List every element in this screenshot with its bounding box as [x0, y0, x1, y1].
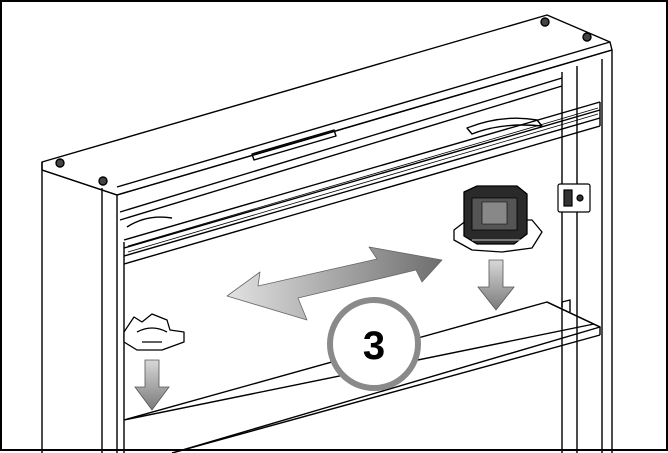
screw-hole	[55, 158, 65, 168]
step-badge: 3	[327, 297, 421, 391]
double-arrow-slide	[226, 246, 443, 321]
shelf-support-cube-right	[453, 185, 543, 253]
screw-hole	[540, 17, 550, 27]
down-arrow-right	[477, 259, 515, 311]
step-number: 3	[363, 324, 385, 368]
down-arrow-left	[134, 359, 170, 411]
shelf-support-clip-left	[123, 313, 185, 351]
screw-hole	[98, 176, 108, 186]
screw-hole	[582, 32, 592, 42]
cabinet-top-panel	[41, 14, 613, 196]
cabinet-outline	[41, 14, 613, 453]
side-bracket	[557, 183, 591, 213]
step-ring	[327, 297, 421, 391]
